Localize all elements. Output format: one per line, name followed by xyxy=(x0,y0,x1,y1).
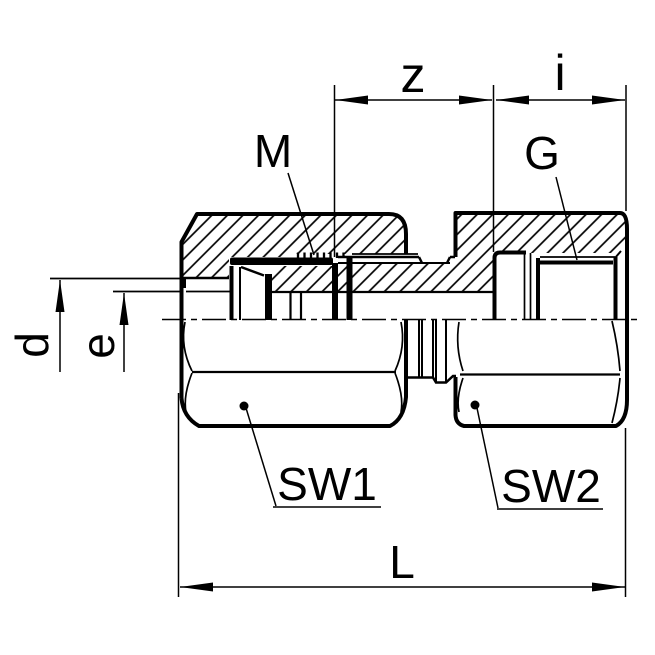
part-outlines xyxy=(179,211,629,428)
dimension-e: e xyxy=(72,290,182,372)
exterior-detail xyxy=(182,320,621,424)
callout-g: G xyxy=(524,127,578,261)
ferrule-detail xyxy=(229,265,303,320)
arrowhead-i-left xyxy=(496,95,529,105)
dimension-label-l: L xyxy=(389,536,415,588)
callout-sw2: SW2 xyxy=(470,400,603,512)
nut-chamfer-arc-left-upper xyxy=(182,321,193,372)
body-chamfer-arc-left-upper xyxy=(456,321,464,372)
dimension-label-e: e xyxy=(72,333,124,359)
port-shoulder xyxy=(492,250,526,319)
dimension-z: z xyxy=(333,47,495,257)
ferrule-cone-edge xyxy=(240,265,265,277)
callout-sw1: SW1 xyxy=(239,401,381,510)
female-thread-port xyxy=(492,250,622,319)
dimension-d: d xyxy=(6,277,182,372)
leader-line-m xyxy=(287,172,315,256)
wrench-size-label-sw2: SW2 xyxy=(501,460,601,512)
body-chamfer-arc-right-lower xyxy=(611,377,621,424)
dimension-label-d: d xyxy=(6,332,58,358)
leader-dot-sw2 xyxy=(470,400,480,410)
neck-grooves xyxy=(418,320,447,383)
arrowhead-l-left xyxy=(180,582,213,592)
wrench-size-label-sw1: SW1 xyxy=(277,458,377,510)
dimension-label-i: i xyxy=(554,45,565,101)
leader-dot-sw1 xyxy=(239,401,249,411)
neck-profile xyxy=(406,374,456,384)
body-block-hatch xyxy=(455,213,627,291)
male-thread-band xyxy=(230,257,333,265)
section-hatching xyxy=(181,213,627,292)
arrowhead-i-right xyxy=(592,95,625,105)
nut-section-hatch xyxy=(181,214,406,278)
arrowhead-d xyxy=(55,280,65,312)
thread-label-m: M xyxy=(254,125,292,177)
leader-line-sw1 xyxy=(245,407,277,507)
thread-crest-ticks xyxy=(296,252,345,258)
leader-line-g xyxy=(555,176,578,261)
arrowhead-z-left xyxy=(335,95,368,105)
arrowhead-l-right xyxy=(592,582,625,592)
callout-m: M xyxy=(254,125,315,256)
body-chamfer-arc-left-lower xyxy=(457,377,464,413)
dimension-l: L xyxy=(177,393,627,597)
union-nut-outline xyxy=(179,212,408,428)
arrowhead-z-right xyxy=(459,95,492,105)
hex-body-outline xyxy=(453,211,629,428)
arrowhead-e xyxy=(119,293,129,325)
dimension-i: i xyxy=(496,45,627,211)
leader-line-sw2 xyxy=(476,407,499,509)
stub-end-face xyxy=(346,258,353,320)
thread-and-bore-detail xyxy=(182,250,622,320)
ferrule-front-edge xyxy=(265,274,272,320)
nut-chamfer-arc-right-upper xyxy=(394,321,404,372)
nut-chamfer-arc-right-lower xyxy=(394,372,403,413)
nut-chamfer-arc-left-lower xyxy=(184,372,193,413)
dimension-label-z: z xyxy=(401,47,426,103)
body-chamfer-arc-right-upper xyxy=(611,320,621,372)
body-nose-hatch xyxy=(272,266,333,292)
port-chamfer xyxy=(614,250,622,259)
thread-label-g: G xyxy=(524,127,560,179)
body-stub-hatch xyxy=(338,263,455,292)
